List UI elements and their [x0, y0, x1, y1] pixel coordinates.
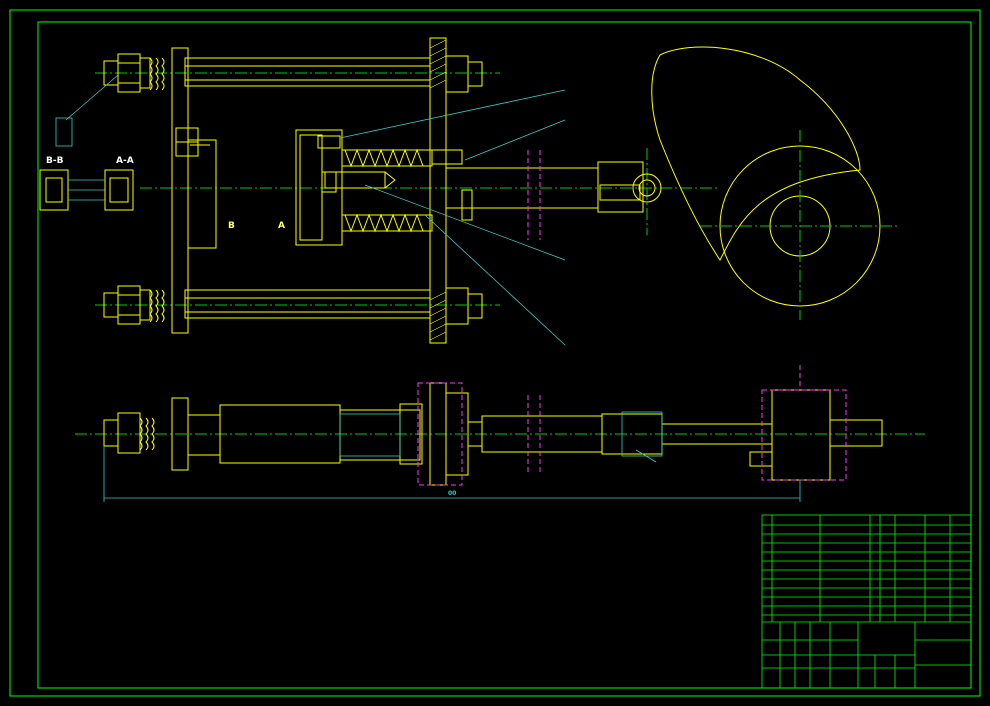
- section-label-aa: A-A: [116, 156, 134, 166]
- section-label-bb: B-B: [46, 156, 64, 166]
- title-block: [761, 514, 972, 689]
- sheet-border: [9, 9, 981, 697]
- top-view: [95, 37, 900, 344]
- section-views: [39, 169, 134, 211]
- magenta-marks: [527, 150, 541, 240]
- section-marker-a: A: [278, 221, 285, 231]
- dimension-line: [103, 446, 801, 502]
- bottom-view: [75, 382, 925, 486]
- section-marker-b: B: [228, 221, 235, 231]
- bottom-view-magenta: [417, 365, 847, 486]
- leader-lines: [55, 74, 566, 346]
- overall-dimension-text: 00: [448, 490, 457, 497]
- bottom-view-details: [339, 411, 663, 463]
